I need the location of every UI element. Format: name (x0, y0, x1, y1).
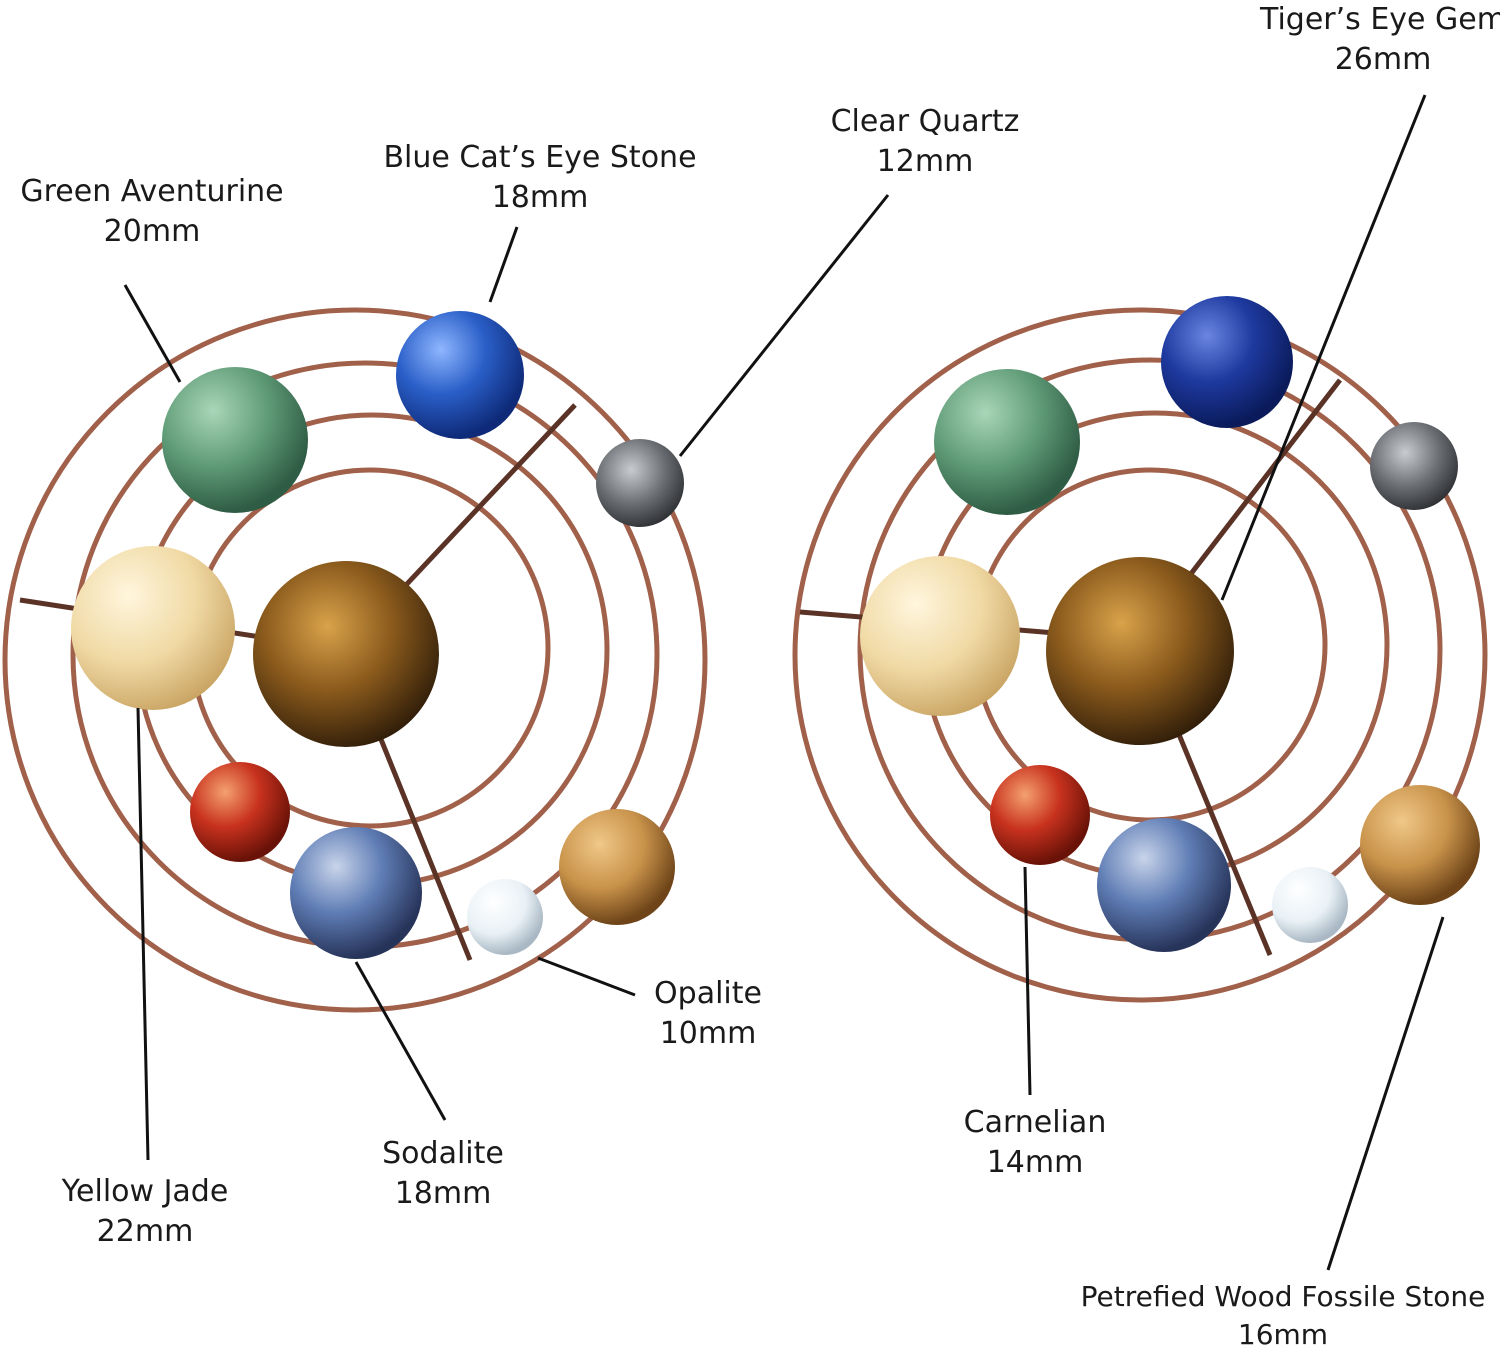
label-blue-cats-eye-name: Blue Cat’s Eye Stone (383, 140, 697, 175)
label-clear-quartz-size: 12mm (876, 144, 974, 179)
left-blue-cats-eye-stone (396, 311, 524, 439)
right-tigers-eye-stone (1046, 557, 1234, 745)
label-tigers-eye-size: 26mm (1334, 42, 1432, 77)
leader-lines (123, 94, 1445, 1271)
label-carnelian-name: Carnelian (963, 1105, 1107, 1140)
label-sodalite-size: 18mm (394, 1176, 492, 1211)
left-orbit-ring-1 (2, 307, 708, 1013)
right-carnelian-stone (990, 765, 1090, 865)
label-tigers-eye: Tiger’s Eye Gem 26mm (1260, 0, 1500, 80)
label-tigers-eye-name: Tiger’s Eye Gem (1260, 2, 1500, 37)
label-green-aventurine: Green Aventurine 20mm (20, 172, 283, 252)
left-petrified-wood-stone (559, 809, 675, 925)
left-opalite-stone (467, 879, 543, 955)
label-yellow-jade: Yellow Jade 22mm (62, 1172, 229, 1252)
leader-sodalite (354, 961, 447, 1121)
left-green-aventurine-stone (162, 367, 308, 513)
right-blue-cats-eye-stone (1161, 296, 1293, 428)
label-yellow-jade-size: 22mm (96, 1214, 194, 1249)
leader-blue-cats-eye (488, 226, 519, 303)
label-carnelian-size: 14mm (986, 1145, 1084, 1180)
label-petrified-wood-name: Petrefied Wood Fossile Stone (1080, 1280, 1486, 1313)
left-stones (71, 311, 684, 959)
right-clear-quartz-stone (1370, 422, 1458, 510)
label-sodalite-name: Sodalite (382, 1136, 504, 1171)
leader-tigers-eye (1220, 94, 1427, 601)
label-blue-cats-eye-size: 18mm (491, 180, 589, 215)
left-sodalite-stone (290, 827, 422, 959)
right-opalite-stone (1272, 867, 1348, 943)
leader-green-aventurine (123, 284, 182, 383)
leader-carnelian (1023, 866, 1032, 1096)
leader-yellow-jade (136, 707, 150, 1161)
label-sodalite: Sodalite 18mm (382, 1134, 504, 1214)
label-green-aventurine-name: Green Aventurine (20, 174, 284, 209)
leader-petrified-wood (1326, 916, 1445, 1271)
label-petrified-wood: Petrefied Wood Fossile Stone 16mm (1081, 1278, 1486, 1354)
right-petrified-wood-stone (1360, 785, 1480, 905)
left-tigers-eye-stone (253, 561, 439, 747)
label-clear-quartz: Clear Quartz 12mm (831, 102, 1020, 182)
label-carnelian: Carnelian 14mm (964, 1103, 1107, 1183)
right-sodalite-stone (1097, 818, 1231, 952)
leader-clear-quartz (678, 194, 890, 457)
right-orbit-ring-1 (792, 307, 1488, 1003)
label-opalite-name: Opalite (654, 976, 762, 1011)
label-clear-quartz-name: Clear Quartz (830, 104, 1020, 139)
label-petrified-wood-size: 16mm (1237, 1318, 1329, 1351)
label-blue-cats-eye: Blue Cat’s Eye Stone 18mm (383, 138, 696, 218)
label-green-aventurine-size: 20mm (103, 214, 201, 249)
right-green-aventurine-stone (934, 369, 1080, 515)
label-opalite-size: 10mm (659, 1016, 757, 1051)
leader-opalite (537, 956, 636, 997)
label-opalite: Opalite 10mm (654, 974, 762, 1054)
right-stones (860, 296, 1480, 952)
left-yellow-jade-stone (71, 546, 235, 710)
left-carnelian-stone (190, 762, 290, 862)
label-yellow-jade-name: Yellow Jade (61, 1174, 229, 1209)
right-yellow-jade-stone (860, 556, 1020, 716)
left-clear-quartz-stone (596, 439, 684, 527)
